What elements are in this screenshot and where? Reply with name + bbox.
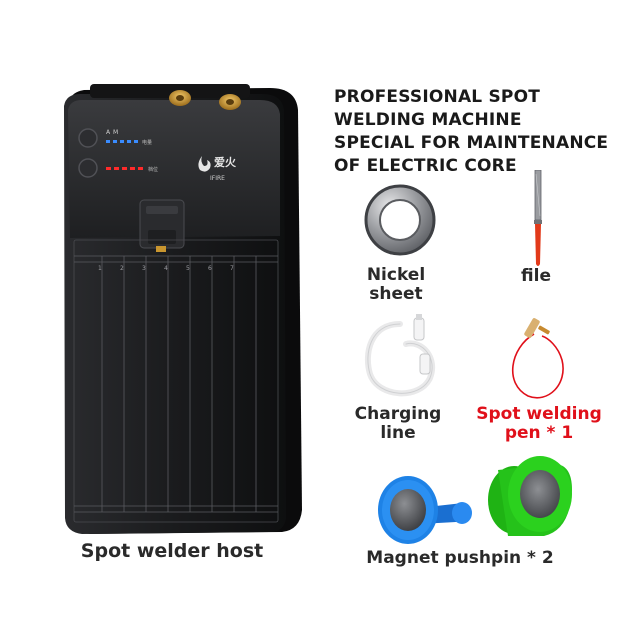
spot-welder-host: A M 电量 档位 爱火 IFIRE bbox=[64, 84, 302, 534]
nickel-sheet-caption: Nickel sheet bbox=[356, 266, 436, 304]
ruler-number: 5 bbox=[186, 265, 190, 272]
magnet-pushpin-blue bbox=[378, 476, 472, 544]
label-a: A bbox=[106, 129, 111, 136]
brand-en: IFIRE bbox=[210, 175, 225, 182]
charging-line-caption: Charging line bbox=[346, 405, 450, 443]
nickel-caption-line1: Nickel bbox=[366, 265, 426, 285]
headline-line: WELDING MACHINE bbox=[334, 110, 522, 130]
ruler-number: 6 bbox=[208, 265, 212, 272]
charging-caption-line1: Charging bbox=[354, 404, 442, 424]
ifire-logo bbox=[198, 156, 211, 172]
headline-line: PROFESSIONAL SPOT bbox=[334, 87, 541, 107]
headline-line: OF ELECTRIC CORE bbox=[334, 156, 517, 176]
charging-caption-line2: line bbox=[380, 423, 416, 443]
gear-led-bar bbox=[106, 167, 143, 170]
label-m: M bbox=[113, 129, 118, 136]
spot-welding-pen-caption: Spot welding pen * 1 bbox=[474, 405, 604, 443]
label-battery: 电量 bbox=[142, 139, 152, 146]
spot-welder-host-caption: Spot welder host bbox=[80, 540, 264, 562]
ruler-number: 3 bbox=[142, 265, 146, 272]
brand-cn: 爱火 bbox=[214, 156, 237, 169]
gear-button bbox=[78, 158, 98, 178]
headline-line: SPECIAL FOR MAINTENANCE bbox=[334, 133, 609, 153]
battery-led-bar bbox=[106, 140, 138, 143]
mode-button bbox=[78, 128, 98, 148]
pen-caption-line2: pen * 1 bbox=[504, 423, 574, 443]
label-gear: 档位 bbox=[148, 166, 158, 173]
magnet-pushpin-caption: Magnet pushpin * 2 bbox=[366, 548, 554, 568]
ruler-number: 2 bbox=[120, 265, 124, 272]
ruler-number: 4 bbox=[164, 265, 168, 272]
charging-line-image bbox=[364, 314, 435, 397]
headline: PROFESSIONAL SPOT WELDING MACHINE SPECIA… bbox=[334, 86, 634, 178]
file-image bbox=[534, 170, 542, 266]
nickel-sheet-image bbox=[364, 184, 436, 256]
spot-welding-pen-image bbox=[512, 318, 564, 399]
magnet-pushpin-green bbox=[488, 456, 572, 536]
file-caption: file bbox=[521, 266, 551, 286]
ruler-number: 7 bbox=[230, 265, 234, 272]
ruler-number: 1 bbox=[98, 265, 102, 272]
nickel-caption-line2: sheet bbox=[369, 284, 423, 304]
ruler-grid bbox=[73, 239, 279, 523]
pen-caption-line1: Spot welding bbox=[476, 404, 602, 424]
